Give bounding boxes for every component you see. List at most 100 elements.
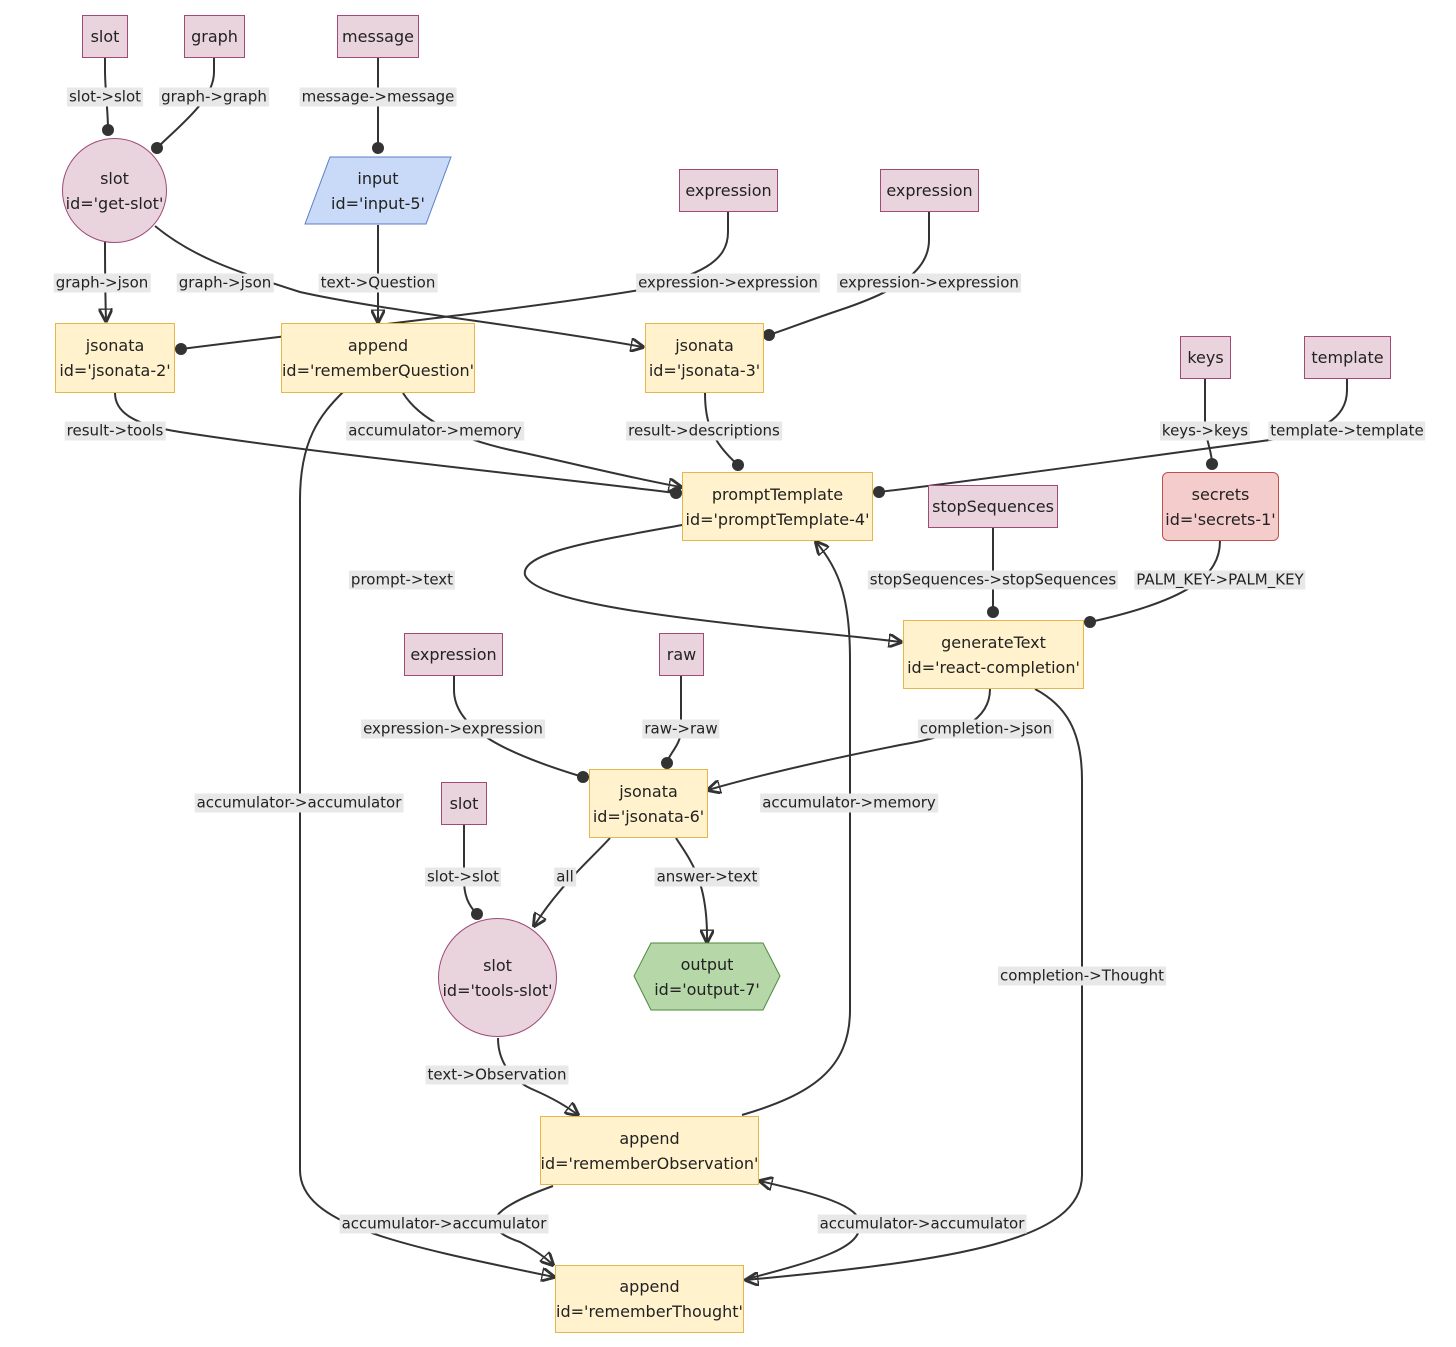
stop-sequences-input-node[interactable]: stopSequences	[928, 485, 1058, 528]
node-label: jsonata	[85, 336, 145, 355]
parallelogram-shape	[304, 156, 452, 225]
edge-label-completion-json: completion->json	[917, 719, 1055, 739]
message-input-node[interactable]: message	[337, 15, 419, 58]
node-label: message	[342, 27, 414, 46]
edge-graph-json-2	[154, 225, 643, 347]
hexagon-shape	[633, 942, 781, 1011]
node-id: id='promptTemplate-4'	[685, 509, 870, 529]
node-label: expression	[685, 181, 772, 200]
tools-slot-node[interactable]: slot id='tools-slot'	[438, 918, 557, 1037]
expression-input-node-3[interactable]: expression	[404, 633, 503, 676]
edge-prompt-text	[523, 524, 901, 642]
edge-label-text-observation: text->Observation	[425, 1065, 569, 1085]
remember-observation-node[interactable]: append id='rememberObservation'	[540, 1116, 759, 1185]
keys-input-node[interactable]: keys	[1180, 336, 1231, 379]
node-label: stopSequences	[932, 497, 1054, 516]
edge-accumulator-memory-1	[402, 392, 681, 487]
jsonata-3-node[interactable]: jsonata id='jsonata-3'	[645, 323, 764, 393]
edge-label-palm-key: PALM_KEY->PALM_KEY	[1134, 570, 1306, 590]
node-id: id='secrets-1'	[1165, 509, 1276, 529]
node-id: id='rememberObservation'	[540, 1153, 759, 1173]
node-label: input	[357, 168, 399, 188]
node-label: jsonata	[619, 781, 678, 801]
edge-label-slot-slot-1: slot->slot	[66, 87, 144, 107]
expression-input-node-1[interactable]: expression	[679, 169, 778, 212]
edge-keys-keys	[1204, 378, 1218, 470]
node-id: id='get-slot'	[65, 193, 164, 213]
edge-answer-text	[675, 837, 707, 942]
node-id: id='react-completion'	[907, 657, 1080, 677]
edge-completion-thought	[746, 688, 1083, 1280]
edge-label-expression-expression-1: expression->expression	[636, 273, 820, 293]
node-label: jsonata	[675, 336, 734, 355]
node-label: append	[619, 1128, 680, 1148]
node-id: id='tools-slot'	[442, 980, 553, 1000]
expression-input-node-2[interactable]: expression	[880, 169, 979, 212]
react-completion-node[interactable]: generateText id='react-completion'	[903, 620, 1084, 689]
edge-accumulator-memory-2	[741, 542, 851, 1116]
raw-input-node[interactable]: raw	[659, 633, 704, 676]
template-input-node[interactable]: template	[1304, 336, 1391, 379]
node-label: output	[680, 954, 734, 974]
input-5-node[interactable]: input id='input-5'	[304, 156, 452, 225]
edge-label-keys-keys: keys->keys	[1159, 421, 1251, 441]
remember-thought-node[interactable]: append id='rememberThought'	[555, 1265, 744, 1333]
node-label: expression	[886, 181, 973, 200]
edge-completion-json	[708, 688, 991, 790]
node-label: raw	[666, 645, 697, 664]
jsonata-6-node[interactable]: jsonata id='jsonata-6'	[589, 769, 708, 838]
edge-label-raw-raw: raw->raw	[642, 719, 720, 739]
edge-accumulator-accumulator-1	[299, 391, 554, 1277]
prompt-template-4-node[interactable]: promptTemplate id='promptTemplate-4'	[682, 472, 873, 541]
node-label: secrets	[1191, 484, 1250, 504]
node-label: append	[619, 1277, 680, 1296]
edge-text-observation	[497, 1037, 578, 1115]
node-id: id='jsonata-2'	[59, 361, 171, 380]
node-label: slot	[483, 955, 512, 975]
edge-template-template	[873, 378, 1348, 498]
node-label: keys	[1187, 348, 1224, 367]
node-label: generateText	[941, 632, 1046, 652]
edge-label-stop-sequences: stopSequences->stopSequences	[867, 570, 1119, 590]
slot-input-node-1[interactable]: slot	[82, 15, 128, 58]
edge-label-accumulator-accumulator-3: accumulator->accumulator	[817, 1214, 1027, 1234]
edge-accumulator-accumulator-2	[493, 1185, 553, 1265]
jsonata-2-node[interactable]: jsonata id='jsonata-2'	[55, 323, 175, 393]
edge-expression-expression-2	[763, 212, 930, 341]
edge-graph-graph	[151, 58, 215, 154]
edge-label-result-tools: result->tools	[64, 421, 166, 441]
node-id: id='rememberThought'	[556, 1302, 743, 1321]
edge-label-slot-slot-2: slot->slot	[424, 867, 502, 887]
edge-label-expression-expression-2: expression->expression	[837, 273, 1021, 293]
edge-label-text-question: text->Question	[318, 273, 438, 293]
secrets-1-node[interactable]: secrets id='secrets-1'	[1162, 472, 1279, 541]
node-label: slot	[449, 794, 479, 813]
edge-label-message-message: message->message	[299, 87, 457, 107]
edge-result-tools	[114, 392, 682, 499]
edge-label-expression-expression-3: expression->expression	[361, 719, 545, 739]
output-7-node[interactable]: output id='output-7'	[633, 942, 781, 1011]
get-slot-node[interactable]: slot id='get-slot'	[62, 138, 167, 243]
node-id: id='input-5'	[331, 193, 425, 213]
node-label: expression	[410, 645, 497, 664]
node-label: template	[1311, 348, 1384, 367]
node-label: promptTemplate	[711, 484, 844, 504]
edge-label-accumulator-accumulator-1: accumulator->accumulator	[194, 793, 404, 813]
edge-label-all: all	[554, 867, 576, 887]
node-id: id='jsonata-6'	[592, 806, 705, 826]
edge-label-prompt-text: prompt->text	[348, 570, 456, 590]
node-label: graph	[191, 27, 238, 46]
node-label: slot	[90, 27, 120, 46]
node-label: slot	[100, 168, 129, 188]
remember-question-node[interactable]: append id='rememberQuestion'	[281, 323, 475, 393]
edge-label-graph-json-1: graph->json	[53, 273, 151, 293]
slot-input-node-2[interactable]: slot	[441, 782, 487, 825]
edge-label-result-descriptions: result->descriptions	[626, 421, 782, 441]
edge-label-graph-graph: graph->graph	[159, 87, 269, 107]
node-id: id='jsonata-3'	[648, 361, 761, 380]
graph-input-node[interactable]: graph	[184, 15, 245, 58]
edge-label-completion-thought: completion->Thought	[998, 966, 1166, 986]
edge-label-accumulator-memory-1: accumulator->memory	[346, 421, 524, 441]
